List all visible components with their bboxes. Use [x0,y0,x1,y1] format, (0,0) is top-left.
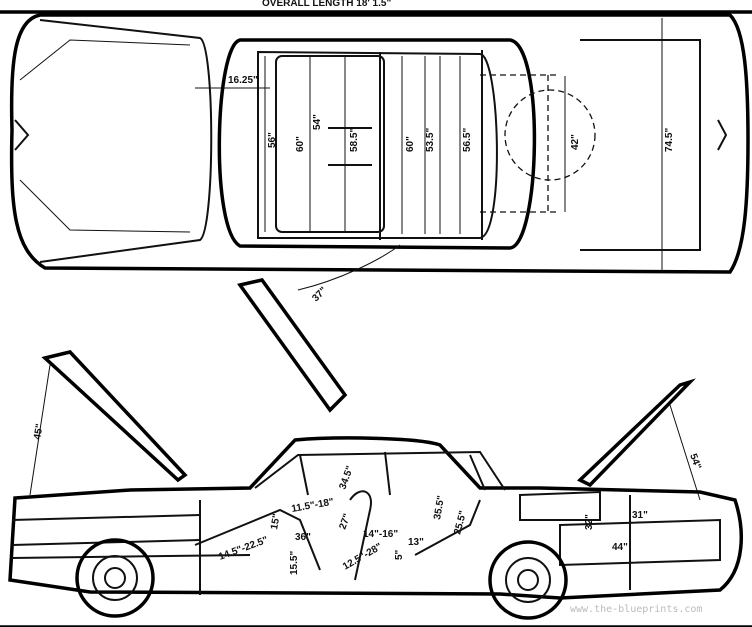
label-pedal-range: 11.5"-18" [291,497,335,515]
open-trunk-lid [576,378,696,488]
top-view: OVERALL LENGTH 18' 1.5" 16.25" 56" 60" [0,0,752,413]
hood-angle-arc [297,244,401,291]
label-sill: 5" [394,549,405,560]
pillars [299,451,486,496]
hood-dim-line [29,364,51,496]
side-view: 45" 54" 34.5" 11.5"-18" 15" [0,350,752,627]
label-rear-legroom: 14"-16" [363,529,398,540]
open-hood [41,350,188,483]
label-front-hip: 54" [312,114,323,130]
car-body-top [9,13,750,274]
label-windshield-width: 56" [267,132,278,148]
label-rear-shoulder: 60" [405,136,416,152]
front-seat-side [194,508,321,571]
label-wheel-reach: 14.5"-22.5" [217,535,270,563]
hood-ornament [14,119,30,151]
label-front-seat-height: 16.25" [228,75,258,86]
label-rear-seat: 56.5" [462,128,473,152]
rear-seat-side [414,499,481,556]
label-overall-width: 74.5" [664,128,675,152]
label-hood-angle: 37" [310,285,329,304]
front-wheel [75,538,155,618]
car-body-side [8,436,743,600]
label-trunk-floor: 44" [612,542,628,553]
trunk-emblem [717,119,728,151]
rear-quarter [559,518,721,567]
label-trunk-lid: 54" [687,452,703,471]
hood-top [39,19,213,263]
label-steering: 15" [269,513,283,531]
seat-back-side [349,490,372,581]
label-rear-headroom: 35.5" [432,495,447,521]
greenhouse [254,450,506,491]
overall-length-label: OVERALL LENGTH 18' 1.5" [262,0,391,9]
label-knee: 13" [408,537,424,548]
label-seat-depth: 36" [295,532,311,543]
label-seat-back: 27" [337,512,353,531]
trunk-dashed [480,74,560,213]
hood-creases [19,39,191,233]
label-floor-height: 15.5" [289,551,300,575]
rear-wheel [488,540,568,620]
label-front-shoulder: 60" [295,136,306,152]
label-rear-hip: 53.5" [425,128,436,152]
trunk-lid [580,39,701,251]
label-trunk-height: 32" [584,514,595,530]
cabin-roof-outline [217,38,537,250]
watermark: www.the-blueprints.com [570,604,702,615]
label-trunk-opening: 42" [570,134,581,150]
tail-panel [519,490,601,521]
body-lines [199,495,631,595]
label-rear-window: 25.5" [452,509,469,535]
label-seat-width: 58.5" [349,128,360,152]
trunk-dim-line [669,404,701,501]
hood-panel [237,278,348,413]
spare-tire-dashed [504,89,596,181]
label-headroom-front: 34.5" [337,464,356,491]
label-trunk-length: 31" [632,510,648,521]
label-hood-opening: 45" [32,423,46,441]
front-seat [275,55,385,233]
